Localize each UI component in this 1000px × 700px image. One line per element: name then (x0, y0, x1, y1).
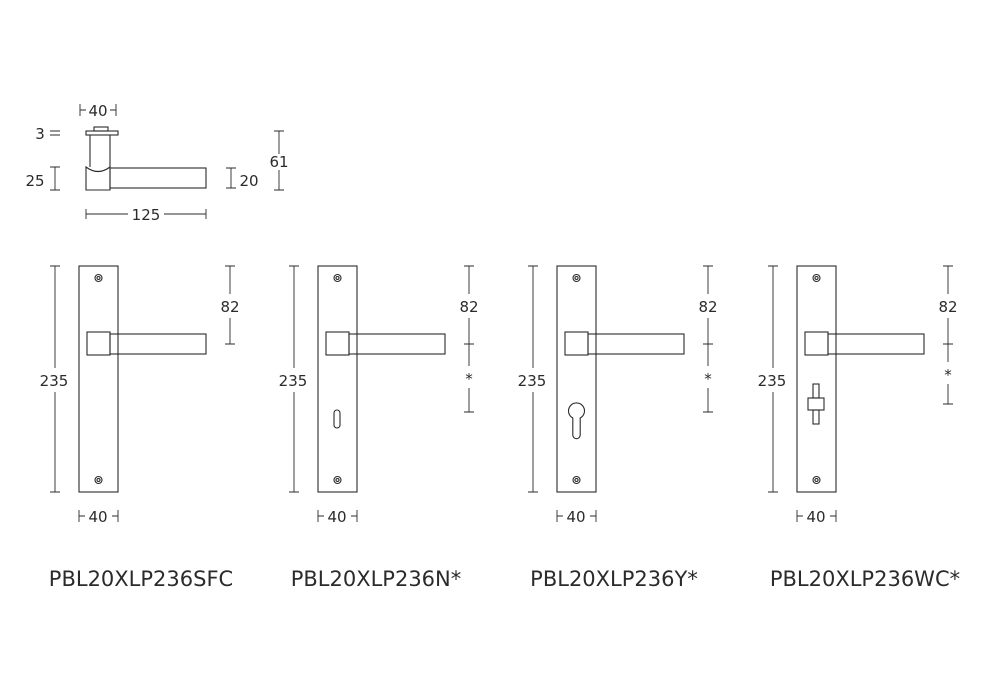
lever-base (85, 165, 111, 191)
dim-width-lines (796, 510, 837, 522)
dim-height-lines (289, 265, 299, 493)
dim-width-lines (556, 510, 597, 522)
dim-lever-lines (225, 265, 235, 345)
lever-rose (804, 331, 829, 356)
dim-height-label: 235 (758, 372, 787, 390)
keyhole-cutout (333, 409, 341, 429)
backplate (556, 265, 597, 493)
dim-height-lines (528, 265, 538, 493)
dim-lever-label: 82 (698, 298, 717, 316)
product-front-view-2: 235 82 * 40 PBL20XLP236N* (279, 265, 479, 591)
model-code: PBL20XLP236N* (291, 567, 462, 591)
dim-length-label: 125 (132, 206, 161, 224)
model-code: PBL20XLP236Y* (530, 567, 698, 591)
dim-height-label: 235 (279, 372, 308, 390)
side-view: 40 3 25 20 61 125 (25, 102, 288, 224)
dim-total-lines (274, 130, 284, 191)
dim-lever-label: 82 (459, 298, 478, 316)
dim-center-label: * (704, 370, 712, 388)
dim-lever-label: 82 (220, 298, 239, 316)
dim-width-label: 40 (327, 508, 346, 526)
dim-length-lines (85, 209, 207, 219)
dim-lever-height-label: 20 (239, 172, 258, 190)
dim-rose-lines (50, 130, 60, 136)
backplate (78, 265, 119, 493)
dim-lever-height-lines (226, 167, 236, 189)
lever-arm (348, 333, 446, 355)
lever-arm (827, 333, 925, 355)
dim-lever-lines (703, 265, 713, 413)
lever-neck (89, 135, 111, 167)
dim-neck-label: 25 (25, 172, 44, 190)
screw-top (94, 273, 103, 283)
cylinder-cutout (567, 402, 586, 440)
dim-width-label: 40 (806, 508, 825, 526)
dim-lever-lines (464, 265, 474, 413)
dim-neck-lines (50, 166, 60, 191)
dim-lever-lines (943, 265, 953, 405)
dim-width-label: 40 (566, 508, 585, 526)
lever-arm (109, 333, 207, 355)
dim-height-label: 235 (518, 372, 547, 390)
wc-turn-cutout (807, 383, 825, 425)
dim-total-label: 61 (269, 153, 288, 171)
dim-width-lines (79, 104, 117, 116)
backplate (317, 265, 358, 493)
dim-rose-label: 3 (35, 125, 45, 143)
dim-width-lines (317, 510, 358, 522)
rose-plate (85, 130, 119, 136)
backplate (796, 265, 837, 493)
screw-top (812, 273, 821, 283)
screw-bottom (812, 475, 821, 485)
dim-height-label: 235 (40, 372, 69, 390)
dim-center-label: * (944, 366, 952, 384)
dim-height-lines (768, 265, 778, 493)
screw-top (572, 273, 581, 283)
rose-cap (93, 126, 109, 132)
product-front-view-3: 235 82 * 40 PBL20XLP236Y* (518, 265, 718, 591)
lever-arm (587, 333, 685, 355)
model-code: PBL20XLP236SFC (49, 567, 233, 591)
dim-height-lines (50, 265, 60, 493)
model-code: PBL20XLP236WC* (770, 567, 960, 591)
dim-center-label: * (465, 370, 473, 388)
dim-width-label: 40 (88, 102, 107, 120)
product-front-view-4: 235 82 * 40 PBL20XLP236WC* (758, 265, 960, 591)
screw-bottom (94, 475, 103, 485)
screw-bottom (572, 475, 581, 485)
screw-top (333, 273, 342, 283)
dim-lever-label: 82 (938, 298, 957, 316)
lever-rose (564, 331, 589, 356)
screw-bottom (333, 475, 342, 485)
lever-arm (109, 167, 207, 189)
lever-rose (325, 331, 350, 356)
dim-width-label: 40 (88, 508, 107, 526)
dim-width-lines (78, 510, 119, 522)
product-front-view-1: 235 82 40 PBL20XLP236SFC (40, 265, 240, 591)
lever-rose (86, 331, 111, 356)
